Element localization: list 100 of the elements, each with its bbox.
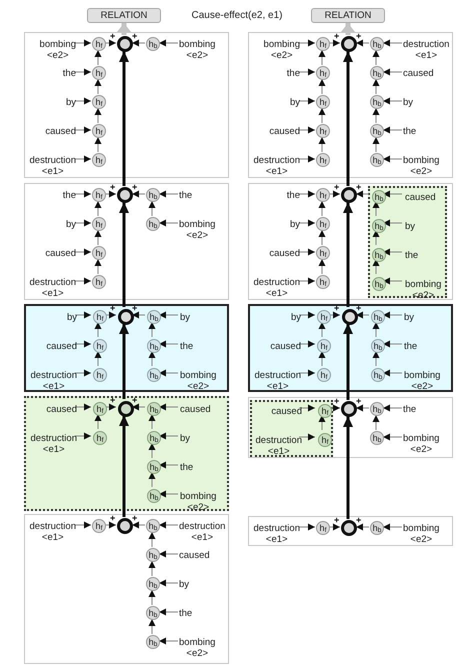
arrow	[148, 322, 156, 338]
word-label: by	[403, 96, 414, 108]
arrow	[104, 404, 116, 410]
arrow	[372, 200, 380, 216]
arrow	[382, 40, 402, 46]
plus-sign: +	[356, 304, 362, 313]
arrow	[158, 340, 178, 348]
word-label: the	[179, 190, 192, 200]
arrow	[372, 258, 380, 274]
arrow	[74, 68, 92, 76]
arrow	[328, 404, 340, 412]
arrow	[117, 23, 131, 35]
arrow	[74, 278, 92, 284]
arrow	[158, 550, 178, 558]
word-label: bombing <e2>	[179, 636, 216, 658]
word-label: destruction <e1>	[30, 370, 77, 392]
word-label: bombing <e2>	[180, 370, 216, 392]
arrow	[298, 312, 316, 318]
arrow	[119, 202, 129, 307]
word-label: by	[66, 218, 76, 230]
arrow	[94, 230, 102, 246]
arrow	[74, 126, 92, 134]
word-label: caused	[45, 248, 76, 258]
arrow	[372, 230, 380, 246]
arrow	[372, 108, 380, 124]
plus-sign: +	[110, 514, 116, 523]
plus-sign: +	[132, 396, 138, 405]
arrow	[119, 51, 129, 186]
arrow	[158, 580, 178, 586]
plus-sign: +	[110, 396, 116, 405]
arrow	[298, 370, 316, 376]
arrow	[119, 323, 129, 399]
arrow	[132, 522, 146, 528]
word-label: the	[403, 126, 416, 136]
arrow	[94, 322, 102, 338]
word-label: the	[286, 190, 300, 200]
arrow	[94, 78, 102, 94]
word-label: caused	[46, 404, 77, 414]
plus-sign: +	[110, 32, 116, 41]
arrow	[356, 190, 370, 198]
step-panel	[24, 183, 229, 300]
arrow	[74, 312, 92, 318]
arrow	[74, 432, 92, 440]
arrow	[372, 136, 380, 152]
arrow	[94, 50, 102, 66]
arrow	[372, 322, 380, 338]
arrow	[104, 190, 116, 198]
plus-sign: +	[356, 183, 362, 192]
arrow	[148, 590, 156, 606]
arrow	[74, 220, 92, 226]
plus-sign: +	[334, 516, 340, 525]
arrow	[148, 200, 156, 216]
arrow	[132, 404, 146, 410]
word-label: the	[286, 68, 300, 78]
arrow	[318, 78, 326, 94]
word-label: by	[180, 312, 190, 322]
arrow	[158, 608, 178, 616]
arrow	[74, 190, 92, 198]
step-panel	[248, 32, 453, 178]
arrow	[298, 404, 316, 412]
word-label: bombing <e2>	[405, 278, 442, 300]
arrow	[343, 51, 353, 186]
arrow	[158, 462, 178, 468]
step-panel	[248, 304, 453, 392]
arrow	[318, 258, 326, 274]
arrow	[318, 350, 326, 366]
word-label: bombing <e2>	[403, 154, 440, 176]
plus-sign: +	[110, 183, 116, 192]
arrow	[382, 340, 402, 348]
word-label: caused	[271, 406, 302, 416]
arrow	[298, 156, 316, 162]
word-label: destruction <e1>	[254, 522, 300, 544]
arrow	[382, 404, 402, 412]
word-label: caused	[180, 404, 211, 414]
arrow	[94, 414, 102, 430]
word-label: destruction <e1>	[254, 154, 300, 176]
arrow	[148, 350, 156, 366]
arrow	[318, 136, 326, 152]
arrow	[372, 50, 380, 66]
word-label: by	[290, 96, 300, 108]
arrow	[298, 434, 316, 440]
arrow	[298, 68, 316, 76]
arrow	[74, 404, 92, 410]
word-label: bombing <e2>	[179, 218, 216, 240]
arrow	[298, 126, 316, 134]
word-label: the	[404, 340, 418, 352]
plus-sign: +	[334, 304, 340, 313]
arrow	[298, 190, 316, 198]
arrow	[148, 618, 156, 634]
arrow	[158, 522, 178, 528]
arrow	[382, 312, 402, 318]
highlight-box	[250, 400, 333, 457]
arrow	[382, 98, 402, 104]
word-label: bombing <e2>	[403, 432, 440, 454]
arrow	[148, 472, 156, 488]
arrow	[148, 532, 156, 548]
arrow	[94, 258, 102, 274]
plus-sign: +	[334, 397, 340, 406]
arrow	[328, 40, 340, 46]
relation-label: Cause-effect(e2, e1)	[192, 11, 282, 21]
